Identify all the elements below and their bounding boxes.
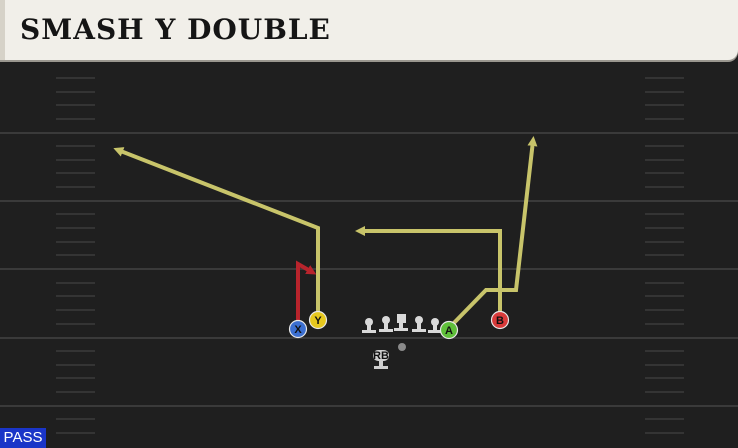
hash-marks-right bbox=[645, 77, 684, 434]
lineman-left-tackle bbox=[362, 318, 376, 333]
play-title: SMASH Y DOUBLE bbox=[20, 13, 331, 46]
player-x-label: X bbox=[294, 324, 302, 336]
yard-lines bbox=[0, 132, 738, 407]
hash-marks-left bbox=[56, 77, 95, 434]
play-field: RB X Y A B bbox=[0, 77, 738, 434]
lineman-left-guard bbox=[379, 316, 393, 332]
player-a: A bbox=[439, 320, 459, 340]
player-b-label: B bbox=[496, 315, 504, 327]
player-rb: RB bbox=[373, 350, 389, 369]
route-a-over bbox=[355, 226, 502, 330]
play-type-badge: PASS bbox=[0, 428, 46, 448]
player-y-label: Y bbox=[314, 315, 322, 327]
lineman-center bbox=[394, 314, 408, 331]
title-accent bbox=[0, 0, 5, 60]
lineman-right-guard bbox=[412, 316, 426, 332]
offensive-line bbox=[362, 314, 442, 333]
lineman-right-tackle bbox=[428, 318, 442, 333]
player-b: B bbox=[490, 310, 510, 330]
route-y-corner bbox=[113, 147, 320, 318]
player-rb-label: RB bbox=[373, 350, 389, 362]
player-y: Y bbox=[308, 310, 328, 330]
title-bar: SMASH Y DOUBLE bbox=[0, 0, 738, 60]
route-b-go bbox=[498, 136, 538, 318]
player-x: X bbox=[288, 319, 308, 339]
route-x-option bbox=[296, 260, 317, 325]
player-a-label: A bbox=[445, 325, 453, 337]
quarterback-marker bbox=[398, 343, 406, 351]
